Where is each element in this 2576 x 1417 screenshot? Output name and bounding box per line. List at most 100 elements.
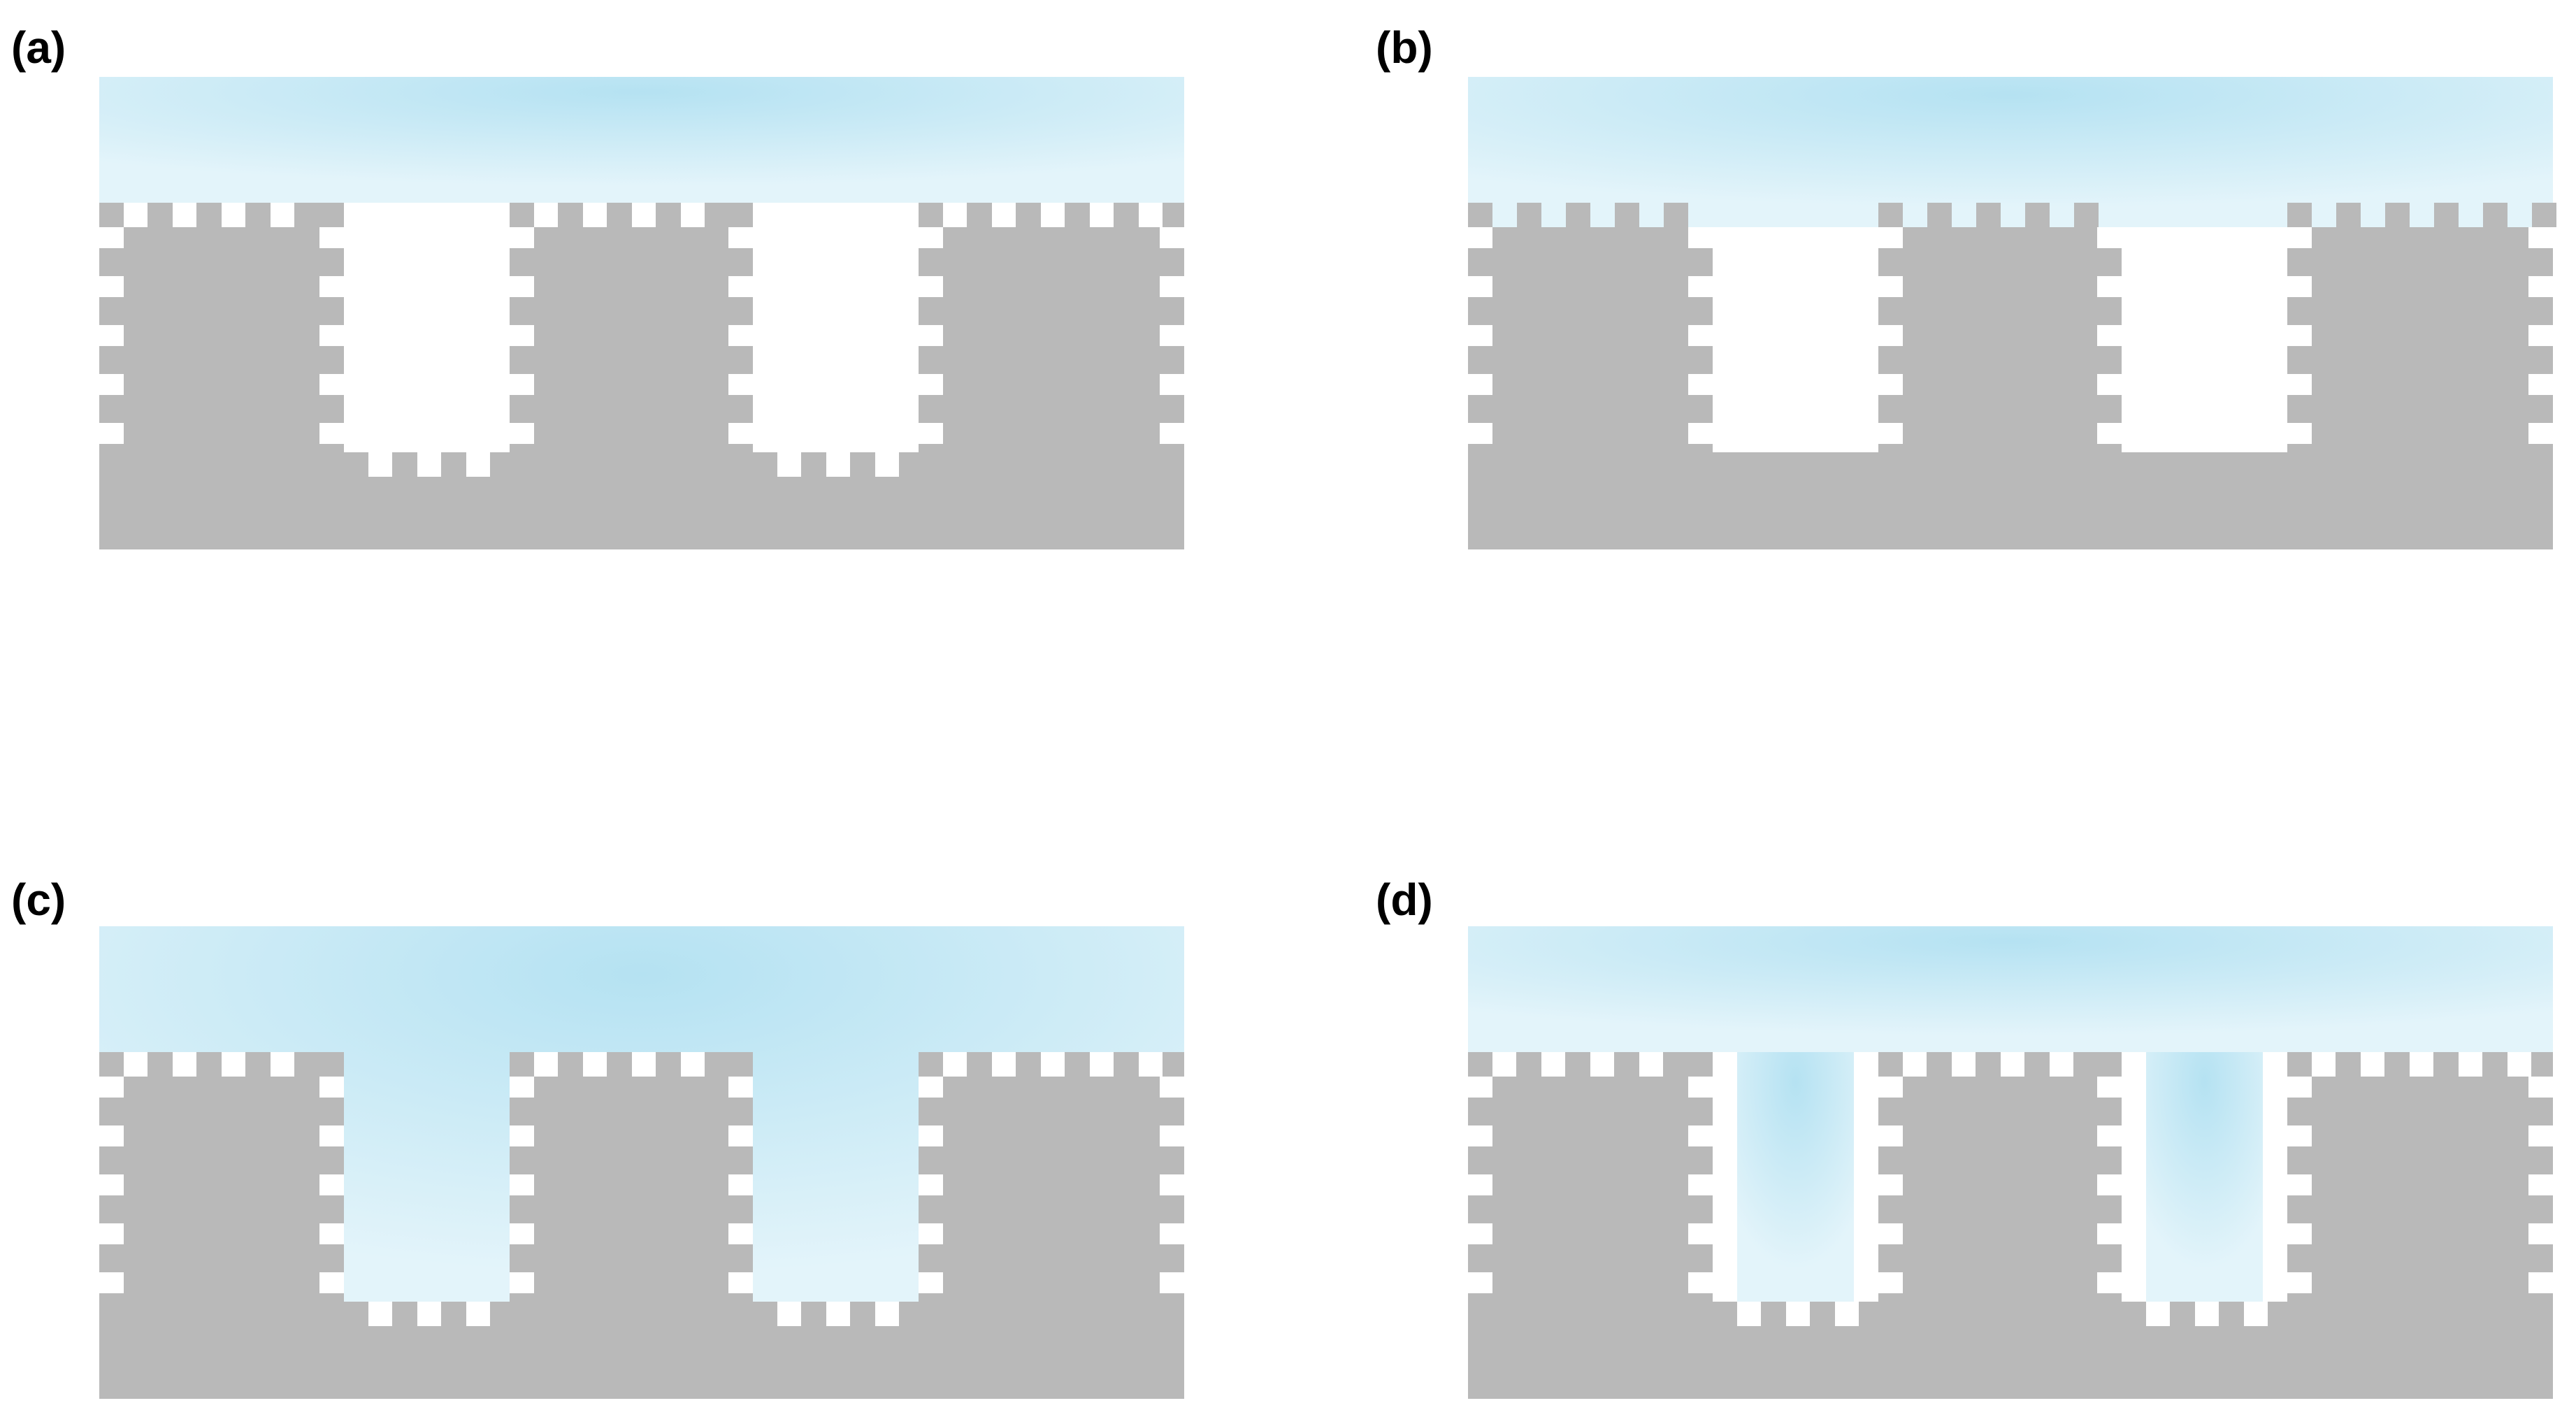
pillar-2 (1878, 1052, 2122, 1303)
texture-gap-top (534, 1052, 558, 1077)
texture-gap-side (99, 1272, 124, 1293)
texture-gap-top (1090, 1052, 1114, 1077)
texture-tooth (1664, 203, 1688, 227)
liquid-in-pit (1737, 1052, 1854, 1302)
pillar-3 (2287, 1052, 2553, 1303)
texture-gap-floor (466, 1302, 490, 1326)
texture-gap-side (319, 1174, 344, 1195)
texture-gap-side (99, 227, 124, 248)
texture-gap-side (919, 374, 943, 395)
texture-gap-top (583, 1052, 607, 1077)
texture-gap-side (1878, 325, 1903, 346)
texture-gap-side (1467, 325, 1492, 346)
texture-gap-side (919, 1174, 943, 1195)
texture-gap-side (319, 276, 344, 297)
texture-gap-side (2528, 227, 2554, 248)
texture-tooth (2074, 203, 2099, 227)
texture-gap-top (1590, 1052, 1614, 1077)
texture-gap-side (1688, 227, 1713, 248)
texture-gap-side (2528, 276, 2554, 297)
texture-gap-top (1090, 203, 1114, 227)
texture-gap-side (919, 1272, 943, 1293)
texture-gap-side (728, 325, 753, 346)
texture-gap-top (2507, 1052, 2531, 1077)
texture-gap-top (1139, 1052, 1163, 1077)
texture-gap-side (2287, 374, 2312, 395)
texture-gap-side (2528, 325, 2554, 346)
texture-gap-top (124, 1052, 147, 1077)
texture-gap-side (2528, 1223, 2553, 1244)
texture-gap-side (1878, 276, 1903, 297)
texture-tooth (1878, 203, 1903, 227)
air-pocket (2122, 227, 2287, 452)
liquid-layer (99, 77, 1184, 203)
texture-tooth (2287, 203, 2312, 227)
texture-gap-side (99, 423, 124, 444)
texture-gap-side (1688, 1077, 1713, 1098)
texture-gap-side (1160, 423, 1184, 444)
texture-gap-side (728, 1174, 753, 1195)
texture-gap-top (2001, 1052, 2024, 1077)
pillar-3 (919, 203, 1184, 454)
texture-gap-side (919, 227, 943, 248)
texture-gap-floor (875, 1302, 899, 1326)
texture-gap-side (2287, 227, 2312, 248)
texture-tooth (2434, 203, 2459, 227)
texture-gap-side (2097, 1272, 2122, 1293)
pillar-3 (2287, 203, 2553, 454)
substrate-base (99, 1302, 1184, 1399)
texture-gap-side (2097, 374, 2122, 395)
texture-tooth (2244, 452, 2268, 477)
texture-gap-top (271, 1052, 294, 1077)
texture-gap-side (319, 1125, 344, 1146)
texture-tooth (1976, 203, 2001, 227)
texture-gap-side (510, 1125, 534, 1146)
texture-gap-side (2528, 1077, 2553, 1098)
texture-gap-side (1878, 423, 1903, 444)
texture-gap-side (1878, 1174, 1903, 1195)
texture-gap-side (510, 227, 534, 248)
texture-tooth (2532, 203, 2556, 227)
texture-gap-side (728, 423, 753, 444)
texture-gap-side (99, 1223, 124, 1244)
texture-tooth (1835, 452, 1859, 477)
texture-gap-top (222, 203, 245, 227)
pillar-2 (1878, 203, 2122, 454)
texture-gap-top (1541, 1052, 1565, 1077)
texture-gap-top (2050, 1052, 2073, 1077)
texture-gap-side (2287, 1077, 2312, 1098)
pillar-2 (510, 1052, 753, 1303)
texture-gap-side (728, 1125, 753, 1146)
texture-gap-floor (1737, 1302, 1761, 1326)
texture-gap-side (1467, 227, 1492, 248)
texture-gap-side (1160, 227, 1184, 248)
texture-gap-top (2312, 1052, 2336, 1077)
texture-gap-floor (368, 1302, 392, 1326)
texture-gap-side (1688, 276, 1713, 297)
substrate-base (99, 452, 1184, 549)
texture-gap-top (2410, 1052, 2433, 1077)
pillar-3 (919, 1052, 1184, 1303)
pillar-1 (99, 1052, 344, 1303)
texture-gap-side (1878, 1125, 1903, 1146)
pillar-1 (99, 203, 344, 454)
texture-gap-side (1160, 1223, 1184, 1244)
texture-tooth (2025, 203, 2050, 227)
texture-gap-top (271, 203, 294, 227)
pillar-1 (1468, 1052, 1713, 1303)
texture-gap-top (2459, 1052, 2482, 1077)
texture-gap-side (1160, 1272, 1184, 1293)
substrate-base (1468, 452, 2553, 549)
texture-tooth (1615, 203, 1639, 227)
texture-gap-side (1688, 1272, 1713, 1293)
texture-gap-side (2097, 1077, 2122, 1098)
texture-tooth (2483, 203, 2507, 227)
texture-gap-top (583, 203, 607, 227)
texture-gap-side (99, 1174, 124, 1195)
texture-gap-side (2097, 423, 2122, 444)
texture-gap-side (319, 227, 344, 248)
texture-gap-side (1467, 276, 1492, 297)
texture-gap-side (2287, 276, 2312, 297)
texture-gap-side (919, 1077, 943, 1098)
texture-gap-top (1639, 1052, 1663, 1077)
